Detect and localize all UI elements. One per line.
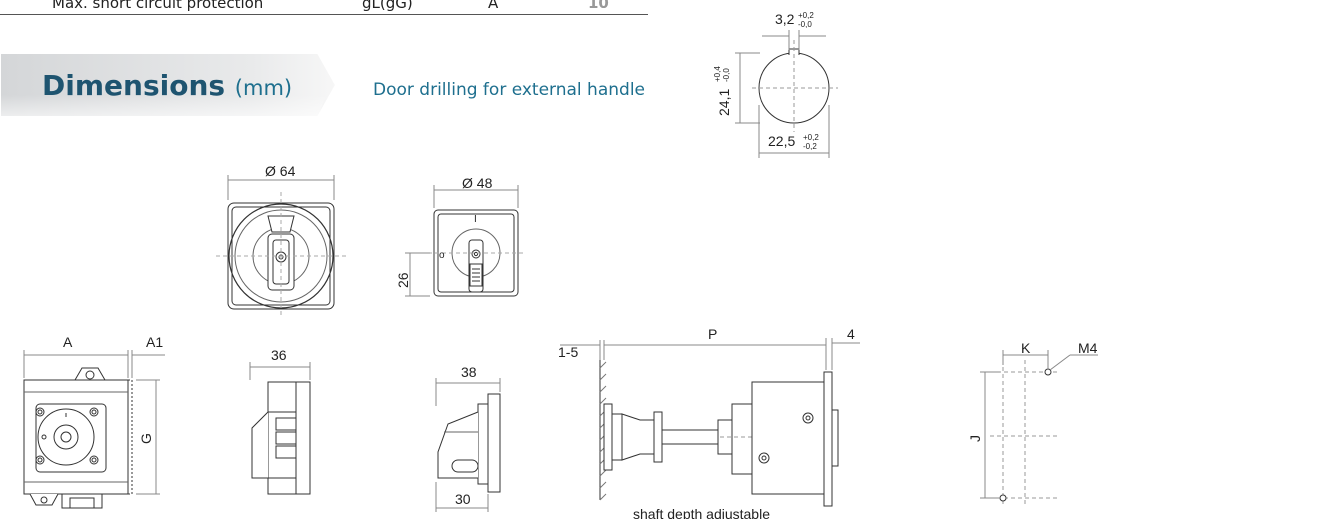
door-thickness-label: 1-5 xyxy=(558,344,578,360)
section-banner xyxy=(0,52,338,118)
hole-spacing-v-label: J xyxy=(967,435,983,442)
small-diameter-label: Ø 48 xyxy=(462,175,493,191)
section-unit: (mm) xyxy=(234,76,293,100)
small-handle-diagram xyxy=(405,185,526,297)
spec-value: 10 xyxy=(588,0,609,12)
hole-thread-label: M4 xyxy=(1078,340,1098,356)
shaft-caption: shaft depth adjustable xyxy=(633,506,770,519)
mounting-holes-view xyxy=(980,350,1098,505)
height-tol-upper: +0,4 xyxy=(713,66,722,82)
large-handle-diagram xyxy=(216,175,346,318)
height-label: 24,1 xyxy=(716,89,732,116)
switch-side-view xyxy=(249,362,311,495)
side-width-label: 36 xyxy=(271,347,287,363)
mark-on-label: I xyxy=(474,214,477,225)
section-subtitle: Door drilling for external handle xyxy=(373,80,645,100)
spec-label: Max. short circuit protection xyxy=(52,0,264,12)
switch-front-view xyxy=(23,350,165,509)
depth-total-label: P xyxy=(708,326,717,342)
hole-spacing-h-label: K xyxy=(1021,340,1031,356)
width-tol-upper: +0,2 xyxy=(803,133,819,142)
key-width-label: 3,2 xyxy=(775,11,795,27)
door-drilling-diagram xyxy=(735,30,838,158)
depth-right-label: 4 xyxy=(847,326,855,342)
key-width-tol-lower: -0,0 xyxy=(798,20,812,29)
section-title: Dimensions (mm) xyxy=(42,69,292,102)
large-diameter-label: Ø 64 xyxy=(265,163,296,179)
spec-table-row: Max. short circuit protection gL(gG) A 1… xyxy=(0,0,648,15)
small-height-label: 26 xyxy=(395,272,411,288)
width-tol-lower: -0,2 xyxy=(803,142,817,151)
spec-unit: A xyxy=(488,0,499,12)
handle-top-width-label: 38 xyxy=(461,364,477,380)
width-label: 22,5 xyxy=(768,133,795,149)
shaft-assembly-view xyxy=(560,338,860,507)
front-depth-label: A1 xyxy=(146,334,163,350)
handle-side-view xyxy=(435,378,501,512)
mark-off-label: o xyxy=(439,250,445,261)
handle-bottom-width-label: 30 xyxy=(455,491,471,507)
spec-type: gL(gG) xyxy=(362,0,413,12)
front-width-label: A xyxy=(63,334,73,350)
key-width-tol-upper: +0,2 xyxy=(798,11,814,20)
front-height-label: G xyxy=(138,433,154,444)
height-tol-lower: -0,0 xyxy=(722,68,731,82)
section-title-text: Dimensions xyxy=(42,69,226,102)
